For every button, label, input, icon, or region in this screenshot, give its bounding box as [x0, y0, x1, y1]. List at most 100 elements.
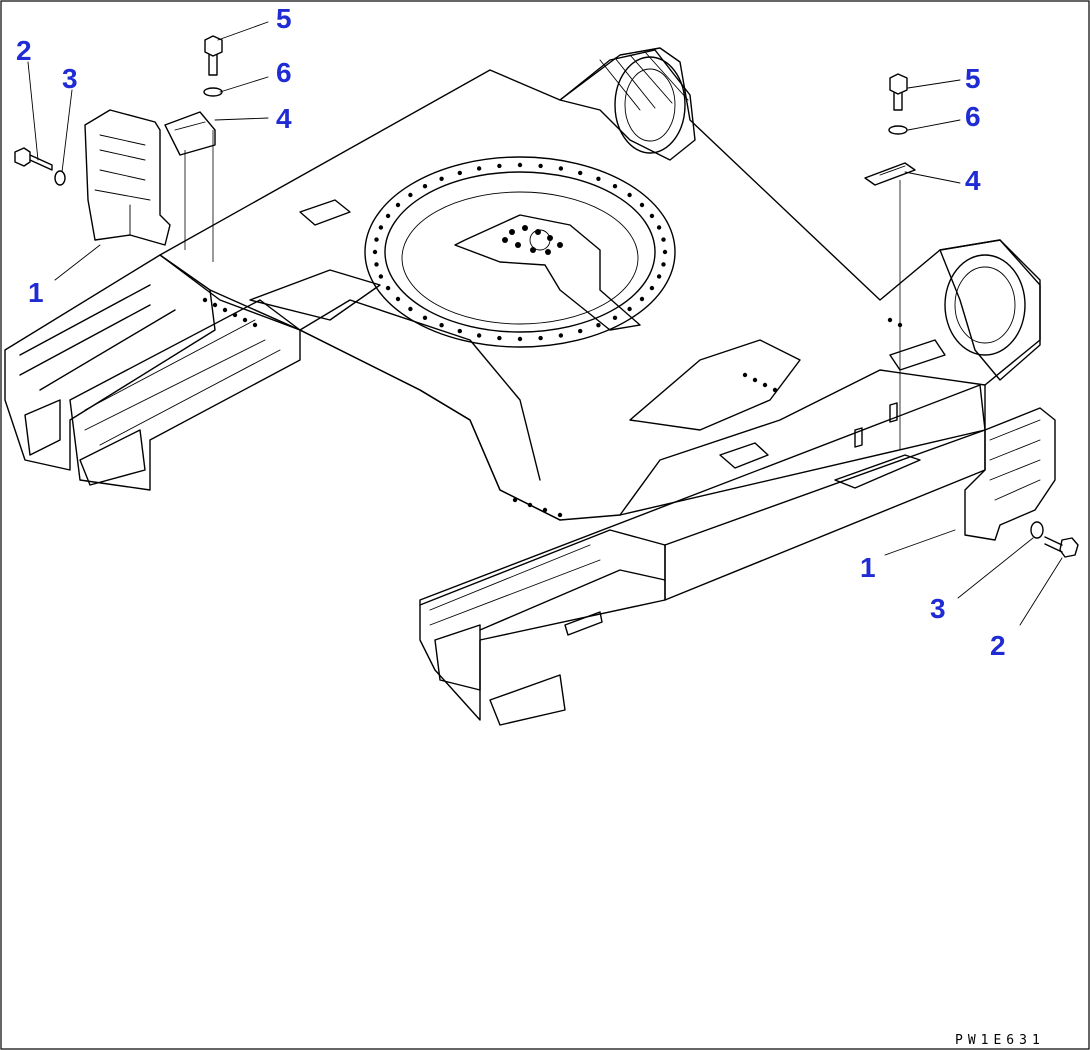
- callout-left-1: 1: [28, 277, 44, 308]
- ring-bolt-hole: [558, 333, 564, 338]
- callout-right-1: 1: [860, 552, 876, 583]
- left-guard-ribs: [94, 134, 151, 236]
- left-top-bolt-part5[interactable]: [204, 35, 223, 57]
- right-top-washer-part6[interactable]: [888, 125, 908, 135]
- ring-bolt-hole: [517, 162, 523, 168]
- right-inspection-cutout: [629, 339, 801, 431]
- ring-bolt-hole: [639, 296, 645, 302]
- callout-left-3: 3: [62, 63, 78, 94]
- right-member-slot: [564, 611, 603, 636]
- right-track-guide: [489, 674, 566, 726]
- right-washer-part3[interactable]: [1030, 521, 1044, 539]
- ring-bolt-hole: [538, 163, 543, 169]
- right-body-ridge: [619, 369, 986, 516]
- ring-bolt-hole: [627, 306, 632, 312]
- cover-plate-left: [299, 199, 351, 226]
- callout-right-6: 6: [965, 101, 981, 132]
- ring-bolt-hole: [476, 166, 482, 171]
- rear-sprocket-ribs-left: [599, 51, 689, 111]
- ring-bolt-hole: [649, 213, 655, 219]
- callout-right-3: 3: [930, 593, 946, 624]
- right-side-member: [419, 384, 986, 721]
- ring-bolt-hole: [497, 335, 502, 341]
- left-parts-group: [14, 35, 223, 262]
- ring-bolt-hole: [497, 163, 502, 169]
- ring-bolt-hole: [385, 285, 391, 291]
- callout-right-2: 2: [990, 630, 1006, 661]
- ring-bolt-hole: [656, 274, 662, 279]
- swing-circle-outer: [364, 156, 676, 348]
- left-front-bracket: [24, 399, 61, 456]
- right-front-bracket: [434, 624, 481, 691]
- ring-bolt-hole: [408, 306, 413, 312]
- ring-bolt-hole: [578, 170, 583, 176]
- callout-left-5: 5: [276, 3, 292, 34]
- left-top-washer-part6[interactable]: [203, 87, 223, 97]
- ring-bolt-hole: [385, 213, 391, 219]
- ring-bolt-hole: [596, 176, 601, 181]
- rear-sprocket-housing-left: [559, 49, 696, 161]
- right-top-bolt-shank: [893, 92, 903, 111]
- right-plate-part4[interactable]: [864, 162, 916, 186]
- right-bolt-head-part2[interactable]: [1059, 537, 1079, 558]
- ring-bolt-hole: [612, 315, 618, 320]
- cover-plate-rear: [889, 339, 946, 371]
- left-side-member-lines: [19, 284, 176, 391]
- right-guard-part1[interactable]: [964, 407, 1056, 541]
- drawing-code: PW1E631: [955, 1033, 1045, 1048]
- right-parts-group: [834, 73, 1079, 558]
- swing-circle-bore: [401, 191, 639, 325]
- swing-circle-bolt-holes: [372, 162, 668, 342]
- ring-bolt-hole: [422, 184, 428, 189]
- ring-bolt-hole: [374, 262, 379, 267]
- callout-right-4: 4: [965, 165, 981, 196]
- ring-bolt-hole: [457, 170, 462, 176]
- ring-bolt-hole: [639, 202, 645, 208]
- left-washer-part3[interactable]: [54, 170, 66, 186]
- ring-bolt-hole: [517, 336, 523, 342]
- ring-bolt-hole: [538, 335, 543, 341]
- center-plate-holes: [502, 225, 563, 255]
- ring-bolt-hole: [476, 333, 482, 338]
- ring-bolt-hole: [395, 202, 401, 208]
- ring-bolt-hole: [395, 296, 401, 302]
- left-bolt-shank: [29, 154, 53, 171]
- cover-plate-right: [719, 442, 769, 469]
- ring-bolt-hole: [378, 225, 384, 230]
- frame-bolt-holes: [202, 297, 903, 518]
- right-mount-bracket: [834, 454, 921, 489]
- center-body-front-edge: [209, 289, 561, 521]
- left-member-rib-lines: [84, 319, 281, 446]
- left-bolt-head-part2[interactable]: [14, 147, 31, 167]
- ring-bolt-hole: [656, 225, 662, 230]
- right-mount-tabs: [854, 402, 898, 448]
- ring-bolt-hole: [662, 249, 668, 255]
- center-body-ridge: [299, 299, 541, 481]
- right-guard-ribs: [989, 419, 1041, 501]
- ring-bolt-hole: [439, 323, 444, 328]
- ring-bolt-hole: [649, 285, 655, 291]
- callout-left-4: 4: [276, 103, 292, 134]
- right-plate-detail: [879, 165, 906, 176]
- left-guard-part1[interactable]: [84, 109, 171, 246]
- callout-right-5: 5: [965, 63, 981, 94]
- rear-sprocket-housing-right: [939, 239, 1041, 381]
- ring-bolt-hole: [578, 328, 583, 334]
- right-member-top-edge: [419, 529, 666, 606]
- ring-bolt-hole: [408, 192, 413, 198]
- callout-left-6: 6: [276, 57, 292, 88]
- callout-labels: 2 3 1 4 5 6 5 6 4 1 3 2: [16, 3, 1006, 661]
- ring-bolt-hole: [627, 192, 632, 198]
- left-plate-part4[interactable]: [164, 111, 216, 156]
- center-plate: [454, 214, 641, 331]
- right-member-rib-lines: [429, 544, 601, 626]
- swing-circle-inner: [384, 171, 656, 333]
- ring-bolt-hole: [422, 315, 428, 320]
- leader-lines: [27, 21, 1063, 626]
- left-sprocket-ring: [614, 56, 686, 154]
- ring-bolt-hole: [439, 176, 444, 181]
- right-top-bolt-part5[interactable]: [889, 73, 908, 95]
- left-inspection-cutout: [249, 269, 381, 321]
- right-bolt-shank: [1044, 536, 1063, 553]
